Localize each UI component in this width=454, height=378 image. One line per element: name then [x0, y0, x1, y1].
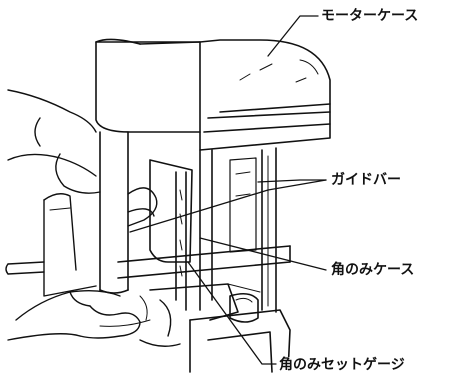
hands-drawing	[5, 89, 181, 347]
chisel-case-drawing	[149, 149, 257, 311]
base-drawing	[189, 292, 291, 373]
leader-set-gauge	[187, 261, 277, 365]
leader-chisel-case	[199, 237, 327, 271]
chisel-set-gauge-label: 角のみセットゲージ	[278, 357, 406, 373]
leader-guide-bar-2	[129, 179, 327, 233]
leader-lines	[129, 15, 327, 365]
chisel-case-label: 角のみケース	[330, 262, 416, 278]
leader-motor-case	[267, 15, 319, 57]
guide-bar-label: ガイドバー	[330, 172, 402, 188]
motor-case-label: モーターケース	[320, 8, 420, 24]
motor-case-drawing	[95, 38, 331, 151]
leader-guide-bar-1	[257, 179, 327, 183]
